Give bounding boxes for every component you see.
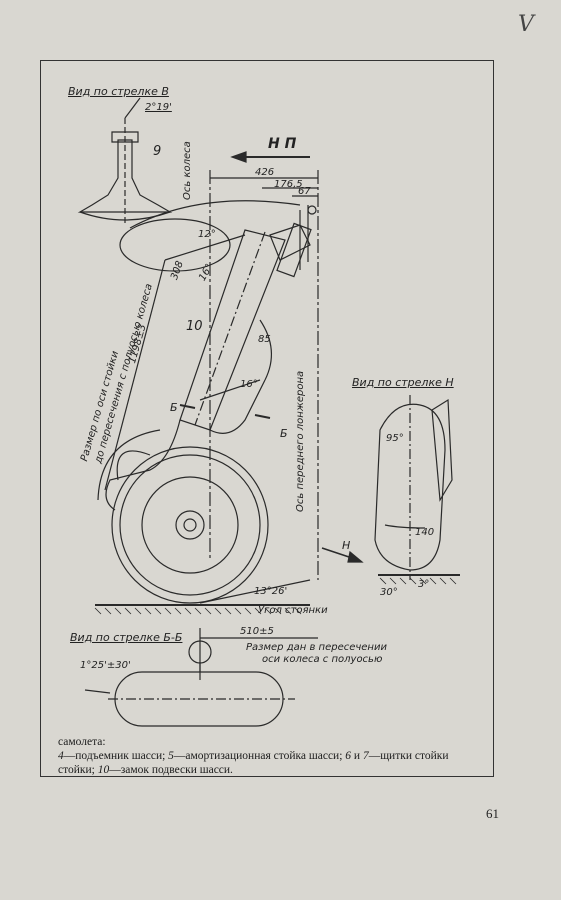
- caption-line-1: самолета:: [58, 735, 478, 749]
- size-given-line2: оси колеса с полуосью: [262, 654, 383, 665]
- angle-16: 16°: [240, 379, 258, 390]
- caption-text: стойки;: [58, 764, 98, 776]
- angle-v-label: 2°19': [145, 102, 172, 113]
- caption-ref: 4: [58, 750, 64, 762]
- size-given-line1: Размер дан в пересечении: [246, 642, 387, 653]
- angle-30: 30°: [380, 587, 398, 598]
- angle-12: 12°: [198, 229, 216, 240]
- angle-95: 95°: [386, 433, 404, 444]
- dim-67: 67: [298, 186, 311, 197]
- pencil-mark: V: [518, 12, 534, 37]
- view-n-title: Вид по стрелке Н: [352, 376, 454, 389]
- caption-text: самолета:: [58, 736, 106, 748]
- drawing-frame: [40, 60, 494, 777]
- view-v-title: Вид по стрелке В: [68, 85, 169, 98]
- section-b-right: Б: [280, 427, 288, 440]
- caption-text: —замок подвески шасси.: [109, 764, 233, 776]
- caption-ref: 6: [345, 750, 352, 762]
- np-arrow-label: Н П: [268, 136, 297, 152]
- parking-angle-label: Угол стоянки: [258, 605, 328, 616]
- caption-text: и: [351, 750, 363, 762]
- caption-line-2: 4—подъемник шасси; 5—амортизационная сто…: [58, 749, 478, 763]
- caption-ref: 7: [362, 750, 369, 762]
- section-b-left: Б: [170, 401, 178, 414]
- axis-wheel-label: Ось колеса: [182, 141, 193, 200]
- caption-ref: 5: [168, 750, 174, 762]
- angle-125: 1°25'±30': [80, 660, 131, 671]
- dim-510: 510±5: [240, 626, 274, 637]
- view-bb-title: Вид по стрелке Б-Б: [70, 631, 183, 644]
- part-10-label: 10: [186, 319, 203, 334]
- caption-ref: 10: [97, 764, 110, 776]
- arrow-h-label: Н: [342, 539, 351, 552]
- dim-1765: 176,5: [274, 179, 303, 190]
- angle-1326: 13°26': [254, 586, 288, 597]
- caption-text: —щитки стойки: [368, 750, 449, 762]
- dim-426: 426: [255, 167, 275, 178]
- angle-3: 3°: [418, 579, 430, 590]
- part-9-label: 9: [153, 144, 162, 159]
- page-number: 61: [486, 806, 499, 821]
- caption-text: —амортизационная стойка шасси;: [173, 750, 346, 762]
- axis-spar-label: Ось переднего лонжерона: [295, 370, 306, 512]
- caption-line-3: стойки; 10—замок подвески шасси.: [58, 763, 478, 777]
- caption-text: —подъемник шасси;: [63, 750, 169, 762]
- dim-140: 140: [415, 527, 435, 538]
- dim-85: 85: [258, 334, 271, 345]
